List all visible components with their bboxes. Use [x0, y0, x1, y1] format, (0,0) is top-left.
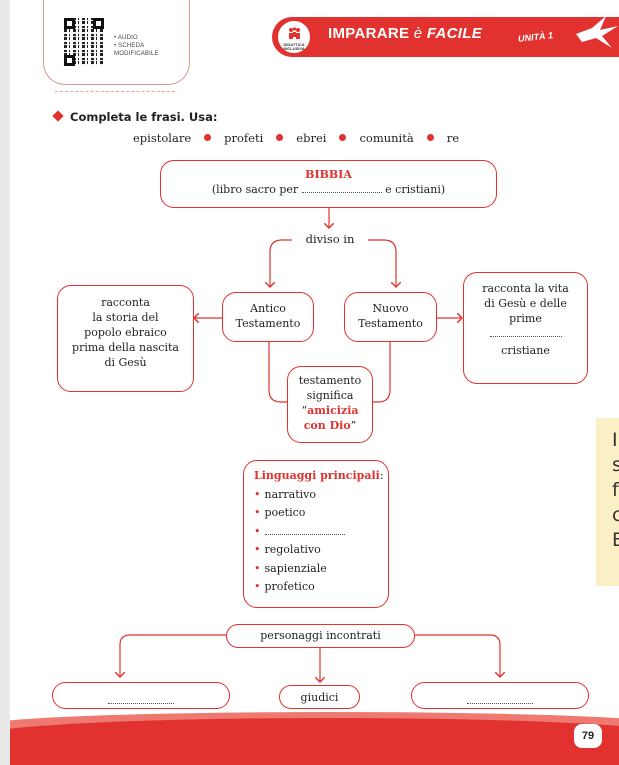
badge-text-line: INCLUSIVA	[283, 46, 305, 51]
language-label: regolativo	[264, 543, 321, 556]
qr-label-audio: • AUDIO	[114, 35, 138, 41]
desc-line: racconta	[101, 296, 150, 309]
new-testament-label: Nuovo	[372, 302, 409, 315]
language-label: profetico	[264, 580, 315, 593]
side-note-line: s	[612, 454, 619, 476]
languages-title-text: Linguaggi principali	[254, 469, 380, 482]
banner-title-e: è	[413, 25, 423, 42]
page-number: 79	[574, 724, 602, 748]
instruction-text: Completa le frasi. Usa:	[70, 110, 218, 124]
language-label: narrativo	[264, 487, 317, 501]
highlight-text: con Dio	[303, 419, 351, 432]
old-testament-box: Antico Testamento	[222, 292, 314, 342]
footer-wave	[10, 718, 619, 765]
dot-separator-icon	[426, 134, 434, 141]
language-label: sapienziale	[264, 561, 327, 575]
side-note-line: f	[612, 479, 619, 501]
new-testament-label: Testamento	[358, 317, 423, 330]
word-item: comunità	[359, 131, 414, 145]
character-answer-box	[52, 682, 230, 709]
testament-meaning-box: testamento significa “amicizia con Dio”	[287, 366, 373, 443]
blank-field[interactable]	[467, 694, 533, 704]
new-testament-description: racconta la vita di Gesù e delle prime c…	[463, 272, 588, 384]
dashed-divider	[55, 91, 175, 92]
language-item: •narrativo	[254, 487, 317, 501]
qr-corner	[93, 18, 104, 29]
word-bank: epistolare profeti ebrei comunità re	[133, 131, 459, 145]
side-note-line: E	[612, 529, 619, 551]
people-icon	[289, 27, 300, 39]
quote-mark: ”	[350, 419, 357, 432]
desc-line: prime	[509, 312, 542, 325]
badge-text-line: DIDATTICA	[283, 42, 305, 47]
meaning-line: significa	[306, 389, 354, 402]
meaning-highlight: con Dio”	[288, 418, 372, 433]
desc-blank-row	[464, 326, 587, 343]
side-note-line: I	[612, 429, 618, 451]
languages-title: Linguaggi principali:	[254, 467, 388, 486]
side-note-panel: I s f c E	[596, 418, 619, 586]
qr-labels: • AUDIO • SCHEDA MODIFICABILE	[114, 34, 159, 58]
banner-title-part: IMPARARE	[328, 25, 414, 42]
exercise-instruction: Completa le frasi. Usa:	[52, 110, 218, 124]
language-item: •sapienziale	[254, 561, 327, 575]
bible-sub-b: e cristiani)	[385, 183, 446, 196]
inclusive-badge: DIDATTICA INCLUSIVA	[276, 19, 312, 55]
language-item: •regolativo	[254, 543, 321, 556]
blank-field[interactable]	[489, 327, 562, 337]
side-note-line: c	[612, 504, 619, 526]
section-banner	[272, 17, 619, 57]
dot-separator-icon	[276, 134, 284, 141]
qr-label-scheda: • SCHEDA	[114, 43, 145, 49]
dot-separator-icon	[204, 134, 212, 141]
connector-lines	[10, 206, 619, 765]
qr-resource-box: • AUDIO • SCHEDA MODIFICABILE	[43, 0, 190, 85]
languages-box: Linguaggi principali: •narrativo •poetic…	[243, 460, 389, 608]
dot-separator-icon	[339, 134, 347, 141]
split-label: diviso in	[292, 232, 368, 246]
badge-text: DIDATTICA INCLUSIVA	[278, 43, 310, 51]
word-item: re	[446, 131, 460, 145]
old-testament-label: Testamento	[235, 317, 301, 330]
desc-line: la storia del	[92, 311, 159, 324]
bible-subtitle: (libro sacro per e cristiani)	[161, 182, 496, 197]
blank-field[interactable]	[108, 694, 174, 704]
desc-line: racconta la vita	[482, 282, 569, 295]
qr-label-modificabile: MODIFICABILE	[114, 51, 159, 57]
characters-title-box: personaggi incontrati	[226, 624, 415, 648]
qr-corner	[64, 18, 75, 29]
swallow-icon	[576, 16, 618, 48]
word-item: profeti	[224, 131, 264, 145]
old-testament-label: Antico	[250, 302, 286, 315]
language-item: •profetico	[254, 580, 315, 593]
meaning-highlight: “amicizia	[288, 403, 372, 418]
language-item: •	[254, 523, 388, 542]
banner-title-part: FACILE	[422, 25, 483, 42]
character-giudici-box: giudici	[279, 685, 360, 709]
bible-sub-a: (libro sacro per	[211, 183, 299, 196]
bible-title: BIBBIA	[305, 168, 352, 181]
new-testament-box: Nuovo Testamento	[344, 292, 437, 342]
desc-line: cristiane	[501, 344, 550, 357]
quote-mark: “	[301, 404, 308, 417]
bible-box: BIBBIA (libro sacro per e cristiani)	[160, 160, 497, 208]
desc-line: di Gesù e delle	[484, 297, 567, 310]
meaning-line: testamento	[298, 374, 362, 387]
word-item: ebrei	[296, 131, 327, 145]
language-item: •poetico	[254, 506, 306, 519]
desc-line: prima della nascita	[72, 341, 179, 354]
desc-line: popolo ebraico	[84, 326, 167, 339]
textbook-page: • AUDIO • SCHEDA MODIFICABILE DIDATTICA …	[10, 0, 619, 765]
qr-corner	[64, 55, 75, 66]
word-item: epistolare	[133, 131, 192, 145]
blank-field[interactable]	[264, 525, 345, 535]
language-label: poetico	[264, 506, 306, 519]
old-testament-description: racconta la storia del popolo ebraico pr…	[57, 285, 194, 392]
character-answer-box	[411, 682, 589, 709]
desc-line: di Gesù	[104, 356, 147, 369]
banner-title: IMPARARE è FACILE	[328, 25, 482, 42]
languages-colon: :	[379, 469, 384, 482]
highlight-text: amicizia	[307, 404, 359, 417]
blank-field[interactable]	[301, 183, 382, 193]
